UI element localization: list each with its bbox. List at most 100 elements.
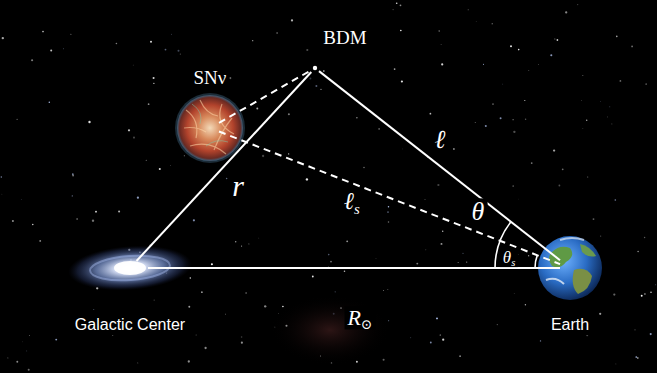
star [363,167,365,169]
star [392,9,393,10]
star [631,46,633,48]
star [614,199,616,201]
star [553,149,555,151]
star [2,37,4,39]
star [190,277,191,278]
star [309,78,311,80]
star [306,178,308,180]
star [72,173,74,175]
star [637,357,639,359]
star [1,193,3,195]
star [95,211,97,213]
star [513,292,515,294]
star [26,350,28,352]
star [400,4,402,6]
solid-line [148,267,560,269]
star [128,129,130,131]
star [440,334,441,335]
star [538,63,540,65]
star [497,324,498,325]
star [330,261,332,263]
star [644,237,645,238]
star [459,355,461,357]
star [16,361,18,363]
star [241,246,242,247]
star [335,291,336,292]
star [550,54,552,56]
star [188,306,190,308]
galaxy-node: Galactic Center [112,261,148,275]
star [93,308,95,310]
star [437,184,439,186]
star [510,45,512,47]
star [637,251,638,252]
node-label: BDM [320,27,369,50]
solid-line [319,71,560,260]
star [70,34,71,35]
star [248,243,250,245]
node-label: Galactic Center [72,315,188,335]
star [55,339,57,341]
star [276,32,278,34]
star [76,218,78,220]
star [442,339,444,341]
star [453,148,455,150]
star [396,2,398,4]
star [195,334,197,336]
star [635,356,637,358]
star [611,123,613,125]
star [137,197,139,199]
star [483,64,484,65]
star [475,20,477,22]
nebula-glow [270,295,390,365]
star [258,237,260,239]
star [188,360,190,362]
star [492,23,493,24]
star [312,276,314,278]
star [394,68,396,70]
star [165,49,167,51]
star [615,363,617,365]
star [600,101,602,103]
star [582,74,584,76]
star [132,64,134,66]
star [383,289,385,291]
star [441,63,443,65]
star [540,340,541,341]
star [388,320,389,321]
star [225,313,227,315]
star [599,313,601,315]
star [609,106,610,107]
star [558,185,560,187]
star [502,83,504,85]
star [513,131,515,133]
star [593,218,595,220]
star [425,249,427,251]
star [201,291,203,293]
star [424,199,426,201]
star [193,219,195,221]
earth-node: Earth [560,258,580,278]
star [607,116,609,118]
star [328,254,330,256]
star [32,224,33,225]
star [646,83,647,84]
star [457,261,459,263]
star [565,11,567,13]
star [20,199,22,201]
star [63,48,65,50]
star [401,80,403,82]
star [500,117,502,119]
star [557,39,559,41]
star [29,335,31,337]
star [528,255,529,256]
star [88,121,90,123]
star [262,155,264,157]
star [378,128,379,129]
star [554,38,555,39]
supernova-picture [175,93,245,163]
edge-label: R⊙ [345,306,376,329]
star [171,33,173,35]
solid-line [137,72,312,261]
star [356,117,357,118]
